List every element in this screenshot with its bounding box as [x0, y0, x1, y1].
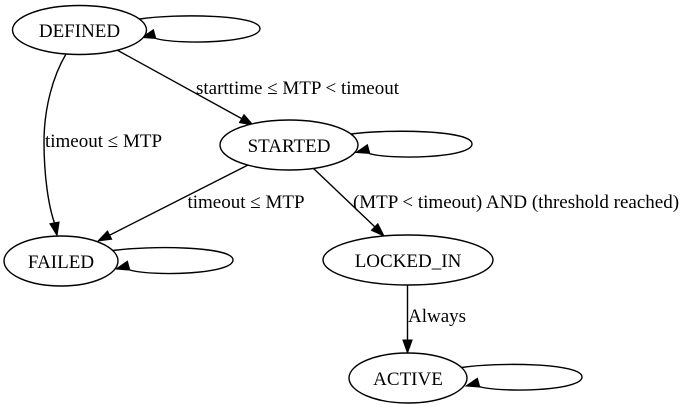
self-loop-defined — [139, 15, 261, 43]
state-label: LOCKED_IN — [355, 251, 462, 272]
arrowhead-icon — [96, 230, 113, 242]
state-node-failed: FAILED — [3, 235, 119, 287]
self-loop-line — [139, 15, 261, 43]
state-node-started: STARTED — [219, 119, 359, 171]
arrowhead-icon — [354, 143, 371, 155]
transition-label: Always — [408, 306, 466, 327]
state-ellipse — [219, 119, 359, 171]
arrowhead-icon — [370, 222, 386, 238]
state-node-active: ACTIVE — [348, 352, 468, 404]
transition-defined-to-failed: timeout ≤ MTP — [43, 53, 162, 237]
arrowhead-icon — [464, 377, 481, 388]
state-label: FAILED — [28, 252, 94, 273]
state-node-defined: DEFINED — [11, 4, 148, 56]
transition-label: (MTP < timeout) AND (threshold reached) — [353, 192, 679, 213]
transition-started-to-failed: timeout ≤ MTP — [96, 164, 305, 242]
transition-label: starttime ≤ MTP < timeout — [196, 78, 400, 99]
self-loop-line — [350, 130, 473, 158]
state-label: ACTIVE — [373, 369, 443, 390]
transition-started-to-locked-in: (MTP < timeout) AND (threshold reached) — [312, 167, 679, 238]
transition-locked-in-to-active: Always — [402, 285, 466, 355]
state-ellipse — [348, 352, 468, 404]
self-loop-line — [461, 363, 583, 391]
transition-line — [43, 53, 67, 224]
transition-line — [109, 164, 249, 236]
state-label: DEFINED — [39, 21, 120, 42]
self-loop-failed — [112, 246, 234, 275]
transition-line — [312, 167, 376, 228]
arrowhead-icon — [402, 339, 413, 355]
state-node-locked-in: LOCKED_IN — [322, 234, 494, 286]
state-ellipse — [11, 4, 148, 56]
arrowhead-icon — [140, 28, 157, 40]
transition-defined-to-started: starttime ≤ MTP < timeout — [116, 49, 400, 126]
state-ellipse — [322, 234, 494, 286]
self-loop-line — [112, 246, 234, 275]
state-label: STARTED — [248, 136, 331, 157]
state-ellipse — [3, 235, 119, 287]
arrowhead-icon — [238, 113, 255, 126]
transition-line — [116, 49, 243, 120]
arrowhead-icon — [49, 221, 60, 237]
self-loop-started — [350, 130, 473, 158]
transition-label: timeout ≤ MTP — [45, 131, 162, 152]
self-loop-active — [461, 363, 583, 391]
arrowhead-icon — [114, 260, 131, 271]
transition-label: timeout ≤ MTP — [187, 192, 304, 213]
